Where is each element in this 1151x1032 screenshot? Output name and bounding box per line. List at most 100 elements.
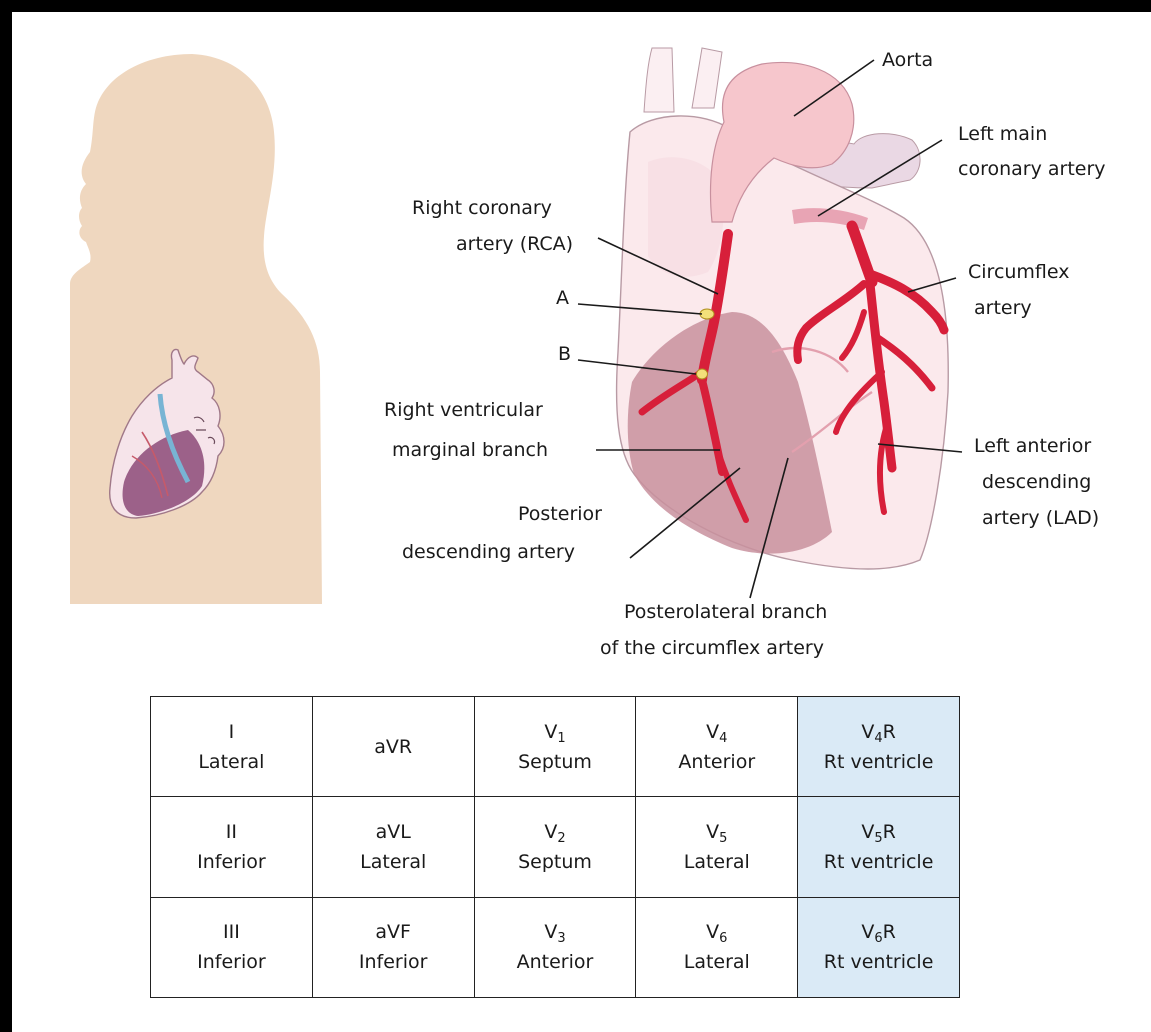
lead-subscript: 4 [874, 731, 882, 746]
lead-cell: aVR [312, 697, 474, 797]
body-silhouette [70, 54, 322, 604]
lead-letter: aVL [376, 821, 411, 843]
lead-cell: I Lateral [151, 697, 313, 797]
lead-cell: aVF Inferior [312, 897, 474, 997]
lead-subscript: 4 [719, 731, 727, 746]
rv-marginal-label-line1: Right ventricular [384, 399, 543, 421]
lead-region: Lateral [313, 847, 474, 877]
lead-letter: V [544, 721, 557, 743]
silhouette-shape [70, 54, 322, 604]
pda-label-line2: descending artery [402, 541, 575, 563]
lead-letter: aVR [374, 736, 412, 758]
pda-label-line1: Posterior [518, 503, 602, 525]
lead-cell: V6Lateral [636, 897, 798, 997]
rv-marginal-label-line2: marginal branch [392, 439, 548, 461]
circumflex-label-line2: artery [974, 297, 1032, 319]
left-main-label-line1: Left main [958, 123, 1047, 145]
lead-name: V6R [798, 917, 959, 947]
lead-cell: III Inferior [151, 897, 313, 997]
lead-subscript: 6 [719, 931, 727, 946]
lead-name: V5 [636, 817, 797, 847]
point-b-label: B [558, 343, 571, 365]
lead-name: V1 [475, 717, 636, 747]
lead-subscript: 2 [557, 831, 565, 846]
lead-subscript: 5 [874, 831, 882, 846]
large-heart [617, 48, 949, 569]
lead-letter: aVF [375, 921, 411, 943]
lead-letter: V [706, 721, 719, 743]
lead-region: Lateral [636, 947, 797, 977]
coronary-diagram: Aorta Left main coronary artery Right co… [12, 12, 1151, 692]
lead-name: V4R [798, 717, 959, 747]
left-main-label-line2: coronary artery [958, 158, 1106, 180]
lead-letter: I [229, 721, 235, 743]
lead-name: aVF [313, 917, 474, 947]
lad-label-line3: artery (LAD) [982, 507, 1099, 529]
lead-letter: V [861, 921, 874, 943]
lead-region: Rt ventricle [798, 847, 959, 877]
lead-region: Anterior [475, 947, 636, 977]
lead-cell: II Inferior [151, 797, 313, 897]
lead-region: Septum [475, 847, 636, 877]
lead-letter: V [706, 821, 719, 843]
lead-name: III [151, 917, 312, 947]
point-a-label: A [556, 287, 569, 309]
lead-region: Inferior [151, 947, 312, 977]
lead-region: Anterior [636, 747, 797, 777]
lead-cell: aVL Lateral [312, 797, 474, 897]
lead-letter: V [861, 721, 874, 743]
lead-letter: III [223, 921, 240, 943]
lead-name: V3 [475, 917, 636, 947]
rca-label-line1: Right coronary [412, 197, 552, 219]
figure-canvas: Aorta Left main coronary artery Right co… [12, 12, 1151, 1032]
lead-name: I [151, 717, 312, 747]
aorta-label: Aorta [882, 49, 933, 71]
lead-letter: V [706, 921, 719, 943]
lad-label-line2: descending [982, 471, 1091, 493]
lead-name: V5R [798, 817, 959, 847]
lead-region: Lateral [636, 847, 797, 877]
lead-region: Septum [475, 747, 636, 777]
lead-name: V6 [636, 917, 797, 947]
lead-name: aVR [313, 732, 474, 762]
lead-letter: V [544, 921, 557, 943]
plaque-b-marker [697, 369, 708, 379]
lead-letter: V [544, 821, 557, 843]
lead-region: Rt ventricle [798, 947, 959, 977]
lead-suffix: R [883, 921, 896, 943]
lead-subscript: 1 [557, 731, 565, 746]
lead-letter: V [861, 821, 874, 843]
lead-region: Inferior [151, 847, 312, 877]
lead-region: Inferior [313, 947, 474, 977]
lead-region: Lateral [151, 747, 312, 777]
lead-region: Rt ventricle [798, 747, 959, 777]
circumflex-label-line1: Circumflex [968, 261, 1070, 283]
posterolateral-label-line2: of the circumflex artery [600, 637, 824, 659]
posterolateral-label-line1: Posterolateral branch [624, 601, 827, 623]
lead-subscript: 6 [874, 931, 882, 946]
lead-name: V4 [636, 717, 797, 747]
lead-letter: II [226, 821, 237, 843]
lead-name: V2 [475, 817, 636, 847]
rca-label-line2: artery (RCA) [456, 233, 573, 255]
plaque-a-marker [700, 309, 714, 319]
lead-name: II [151, 817, 312, 847]
lad-label-line1: Left anterior [974, 435, 1091, 457]
lead-suffix: R [883, 721, 896, 743]
lead-subscript: 5 [719, 831, 727, 846]
lead-name: aVL [313, 817, 474, 847]
lead-subscript: 3 [557, 931, 565, 946]
lead-suffix: R [883, 821, 896, 843]
